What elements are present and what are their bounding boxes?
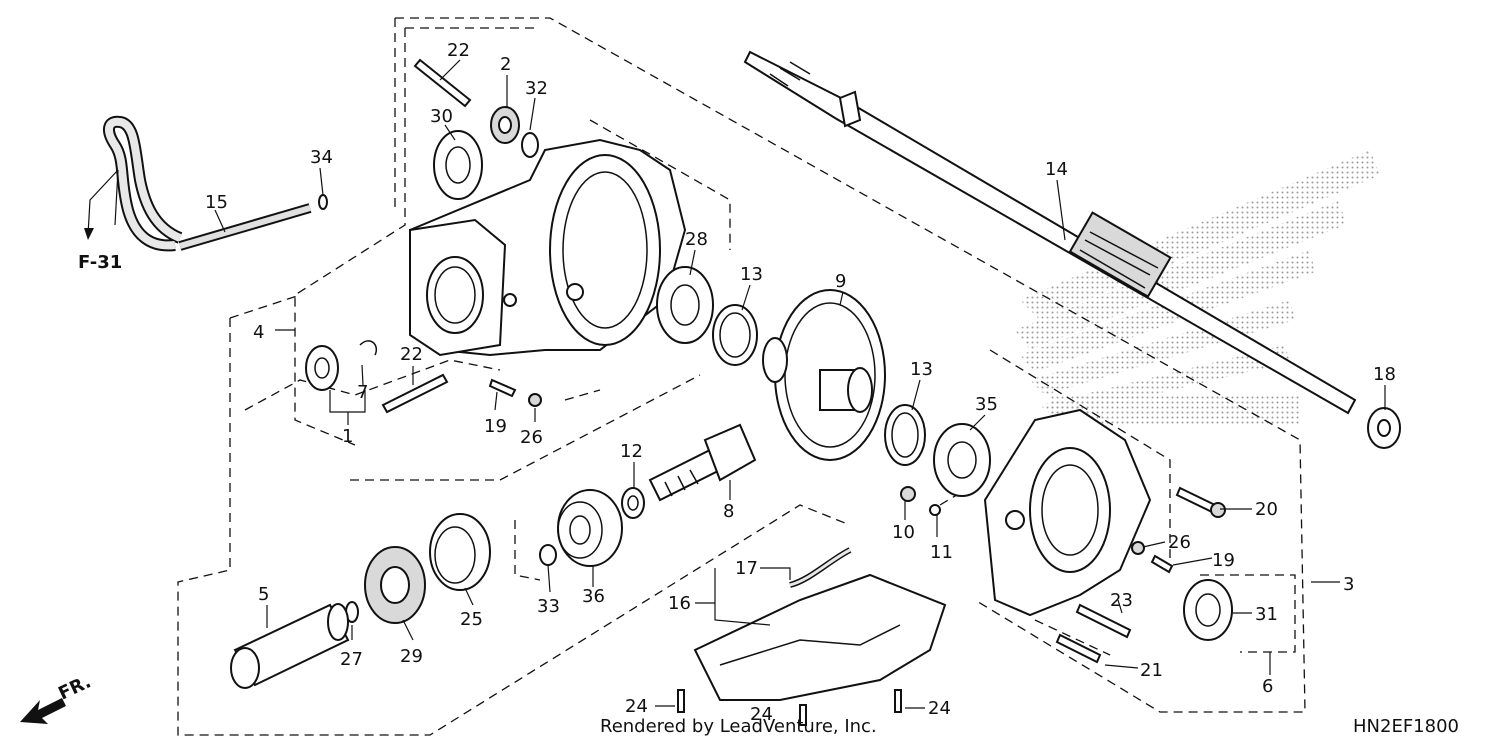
diagram-reference-code: HN2EF1800 [1353,716,1459,737]
callout-18[interactable]: 18 [1373,364,1396,385]
callout-32[interactable]: 32 [525,78,548,99]
gear-case [409,138,687,357]
callout-13-lower[interactable]: 13 [910,359,933,380]
rendered-by-credit: Rendered by LeadVenture, Inc. [600,716,877,737]
callout-26-upper[interactable]: 26 [520,427,543,448]
brand-watermark [1015,150,1380,425]
callout-34[interactable]: 34 [310,147,333,168]
callout-6[interactable]: 6 [1262,676,1273,697]
callout-3[interactable]: 3 [1343,574,1354,595]
o-ring-32 [521,132,539,158]
callout-31[interactable]: 31 [1255,604,1278,625]
cross-reference-label[interactable]: F-31 [78,252,122,273]
callout-16[interactable]: 16 [668,593,691,614]
plug-10 [900,486,941,516]
callout-8[interactable]: 8 [723,501,734,522]
callout-20[interactable]: 20 [1255,499,1278,520]
callout-30[interactable]: 30 [430,106,453,127]
callout-14[interactable]: 14 [1045,159,1068,180]
breather-hose [84,115,328,252]
callout-11[interactable]: 11 [930,542,953,563]
callout-7[interactable]: 7 [357,382,368,403]
pinion-gear [648,423,757,502]
vent-hose [789,547,852,588]
ring-gear [762,289,886,461]
washer-12 [621,487,645,519]
callout-21[interactable]: 21 [1140,660,1163,681]
callout-28[interactable]: 28 [685,229,708,250]
callout-27[interactable]: 27 [340,649,363,670]
needle-bearing [429,513,491,591]
case-cover [983,408,1152,617]
bolt-19-upper [488,378,542,407]
callout-35[interactable]: 35 [975,394,998,415]
shim-13-lower [884,404,926,466]
callout-29[interactable]: 29 [400,646,423,667]
bearing-1 [305,340,377,391]
callout-13-upper[interactable]: 13 [740,264,763,285]
bolt-19-lower [1131,541,1174,574]
bolts-24 [677,689,902,726]
callout-25[interactable]: 25 [460,609,483,630]
bearing-28 [656,266,714,344]
bearing-35 [933,423,991,497]
skid-plate [693,573,947,701]
callout-36[interactable]: 36 [582,586,605,607]
thrust-washer [1367,407,1401,449]
circlip-33 [539,544,557,566]
oil-seal-31 [1183,579,1233,641]
bolts-21-23 [1055,603,1132,664]
oil-seal-30 [433,130,483,200]
callout-24-left[interactable]: 24 [625,696,648,717]
callout-numbers: 22 2 32 30 34 15 28 13 9 14 18 4 13 35 2… [205,40,1396,725]
callout-26-lower[interactable]: 26 [1168,532,1191,553]
callout-24-middle[interactable]: 24 [750,704,773,725]
front-direction-arrow: FR. [20,671,94,724]
callout-23[interactable]: 23 [1110,590,1133,611]
flange [364,546,426,624]
callout-5[interactable]: 5 [258,584,269,605]
callout-33[interactable]: 33 [537,596,560,617]
axle-shaft [743,50,1357,415]
shim-13-upper [712,304,758,366]
callout-19-upper[interactable]: 19 [484,416,507,437]
leader-lines [214,59,1386,709]
front-direction-label: FR. [55,671,94,704]
callout-15[interactable]: 15 [205,192,228,213]
sleeve [230,603,350,689]
callout-22-lower[interactable]: 22 [400,344,423,365]
callout-4[interactable]: 4 [253,322,264,343]
callout-12[interactable]: 12 [620,441,643,462]
bolt-20 [1175,486,1226,518]
stud-bolts [381,58,472,414]
callout-17[interactable]: 17 [735,558,758,579]
callout-10[interactable]: 10 [892,522,915,543]
nut-2 [490,106,520,144]
bearing-36 [557,489,623,567]
callout-24-right[interactable]: 24 [928,698,951,719]
callout-9[interactable]: 9 [835,271,846,292]
callout-1[interactable]: 1 [342,426,353,447]
callout-2[interactable]: 2 [500,54,511,75]
callout-22-upper[interactable]: 22 [447,40,470,61]
callout-19-lower[interactable]: 19 [1212,550,1235,571]
